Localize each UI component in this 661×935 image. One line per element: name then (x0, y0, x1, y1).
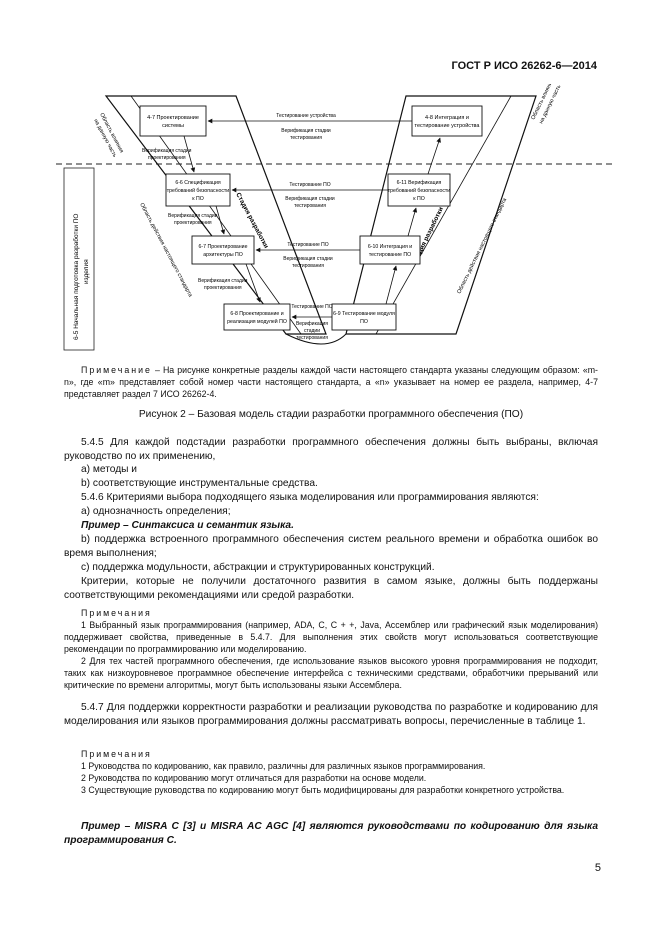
figure-note: Примечание – На рисунке конкретные разде… (64, 364, 598, 400)
verif-label-2-l1: Верификация стадии (168, 213, 218, 219)
svg-text:6-10 Интеграция и: 6-10 Интеграция и (368, 244, 412, 250)
svg-text:реализация модулей ПО: реализация модулей ПО (227, 318, 287, 325)
arrow-down-2 (215, 205, 226, 235)
svg-text:4-7 Проектирование: 4-7 Проектирование (147, 115, 199, 121)
svg-text:системы: системы (162, 123, 184, 129)
arrow-down-3 (245, 263, 261, 303)
svg-text:требований безопасности: требований безопасности (167, 187, 230, 194)
svg-text:к ПО: к ПО (413, 196, 424, 202)
notes-block-1-n1: 1 Выбранный язык программирования (напри… (64, 620, 598, 654)
svg-text:к ПО: к ПО (192, 196, 203, 202)
box-4-7: 4-7 Проектирование системы (139, 105, 207, 137)
h-label-4-b1: Верификация (296, 321, 328, 327)
side-label-line2: изделия (83, 259, 90, 284)
notes-block-2-n2: 2 Руководства по кодированию могут отлич… (81, 773, 427, 783)
verif-label-2-l2: проектирования (174, 220, 212, 226)
verif-label-1-l1: Верификация стадии (142, 148, 192, 154)
figure-caption: Рисунок 2 – Базовая модель стадии разраб… (138, 409, 524, 420)
side-label-line1: 6-5 Начальная подготовка разработки ПО (72, 214, 80, 341)
figure-note-label: Примечание (81, 365, 152, 375)
box-6-7: 6-7 Проектирование архитектуры ПО (191, 235, 255, 265)
h-label-4-b2: стадии (304, 328, 320, 334)
clause-5-4-6-b: b) поддержка встроенного программного об… (64, 534, 598, 559)
arrow-up-2 (407, 207, 418, 237)
box-6-11: 6-11 Верификация требований безопасности… (387, 173, 451, 207)
page-number: 5 (594, 862, 601, 874)
v-right-inner-line (375, 95, 512, 335)
h-label-1-b2: тестирования (290, 135, 322, 141)
box-6-10: 6-10 Интеграция и тестирование ПО (359, 235, 421, 265)
h-label-1-b1: Верификация стадии (281, 128, 331, 134)
figure-note-text: – На рисунке конкретные разделы каждой ч… (64, 365, 598, 399)
clause-5-4-5-a: a) методы и (81, 464, 138, 475)
h-label-2-b1: Верификация стадии (285, 196, 335, 202)
svg-text:6-8 Проектирование и: 6-8 Проектирование и (230, 311, 283, 317)
h-label-1-top: Тестирование устройства (276, 112, 336, 119)
box-6-9: 6-9 Тестирование модуля ПО (331, 303, 397, 331)
h-label-3-b2: тестирования (292, 263, 324, 269)
box-6-8: 6-8 Проектирование и реализация модулей … (223, 303, 291, 331)
svg-text:6-7 Проектирование: 6-7 Проектирование (199, 244, 248, 250)
clause-5-4-5: 5.4.5 Для каждой подстадии разработки пр… (64, 437, 598, 462)
example-2: Пример – MISRA C [3] и MISRA AC AGC [4] … (64, 821, 598, 846)
box-6-6: 6-6 Спецификация требований безопасности… (165, 173, 231, 207)
svg-text:тестирование ПО: тестирование ПО (369, 252, 411, 258)
svg-text:4-8 Интеграция и: 4-8 Интеграция и (425, 115, 469, 121)
h-label-2-b2: тестирования (294, 203, 326, 209)
v-model-figure: 6-5 Начальная подготовка разработки ПО и… (56, 84, 616, 354)
h-label-4-top: Тестирование ПО (291, 304, 332, 310)
h-label-2-top: Тестирование ПО (289, 182, 330, 188)
arrow-up-3 (427, 137, 441, 175)
clause-5-4-6-criteria: Критерии, которые не получили достаточно… (64, 576, 598, 601)
svg-text:6-9 Тестирование модуля: 6-9 Тестирование модуля (333, 311, 395, 317)
v-bottom-curve (285, 333, 347, 345)
svg-text:тестирование устройства: тестирование устройства (415, 122, 481, 129)
clause-5-4-6-a: a) однозначность определения; (81, 506, 231, 517)
verif-label-3-l1: Верификация стадии (198, 278, 248, 284)
notes-block-2-n3: 3 Существующие руководства по кодировани… (81, 785, 565, 795)
box-4-8: 4-8 Интеграция и тестирование устройства (411, 105, 483, 137)
clause-5-4-7: 5.4.7 Для поддержки корректности разрабо… (64, 702, 598, 727)
svg-text:требований безопасности: требований безопасности (388, 187, 451, 194)
notes-block-1-n2: 2 Для тех частей программного обеспечени… (64, 656, 598, 690)
verif-label-3-l2: проектирования (204, 285, 242, 291)
notes-block-2-n1: 1 Руководства по кодированию, как правил… (81, 761, 486, 771)
h-label-3-top: Тестирование ПО (287, 242, 328, 248)
clause-5-4-6: 5.4.6 Критериями выбора подходящего язык… (81, 492, 539, 503)
h-label-3-b1: Верификация стадии (283, 256, 333, 262)
svg-text:ПО: ПО (360, 319, 368, 325)
verif-label-1-l2: проектирования (148, 155, 186, 161)
notes-block-2-label: Примечания (81, 749, 152, 759)
svg-text:6-6 Спецификация: 6-6 Спецификация (175, 180, 221, 186)
svg-text:архитектуры ПО: архитектуры ПО (203, 252, 243, 258)
notes-block-1-label: Примечания (81, 608, 152, 618)
svg-text:6-11 Верификация: 6-11 Верификация (397, 180, 442, 186)
document-header: ГОСТ Р ИСО 26262-6—2014 (451, 60, 597, 72)
clause-5-4-6-c: c) поддержка модульности, абстракции и с… (81, 562, 435, 573)
diag-right-outer-bottom: Область действия настоящего стандарта (456, 196, 509, 295)
arrow-down-1 (183, 135, 196, 173)
h-label-4-b3: тестирования (296, 335, 328, 341)
example-1: Пример – Синтаксиса и семантик языка. (81, 520, 294, 531)
clause-5-4-5-b: b) соответствующие инструментальные сред… (81, 478, 318, 489)
arrow-up-1 (385, 265, 398, 305)
side-label-box (63, 167, 95, 351)
